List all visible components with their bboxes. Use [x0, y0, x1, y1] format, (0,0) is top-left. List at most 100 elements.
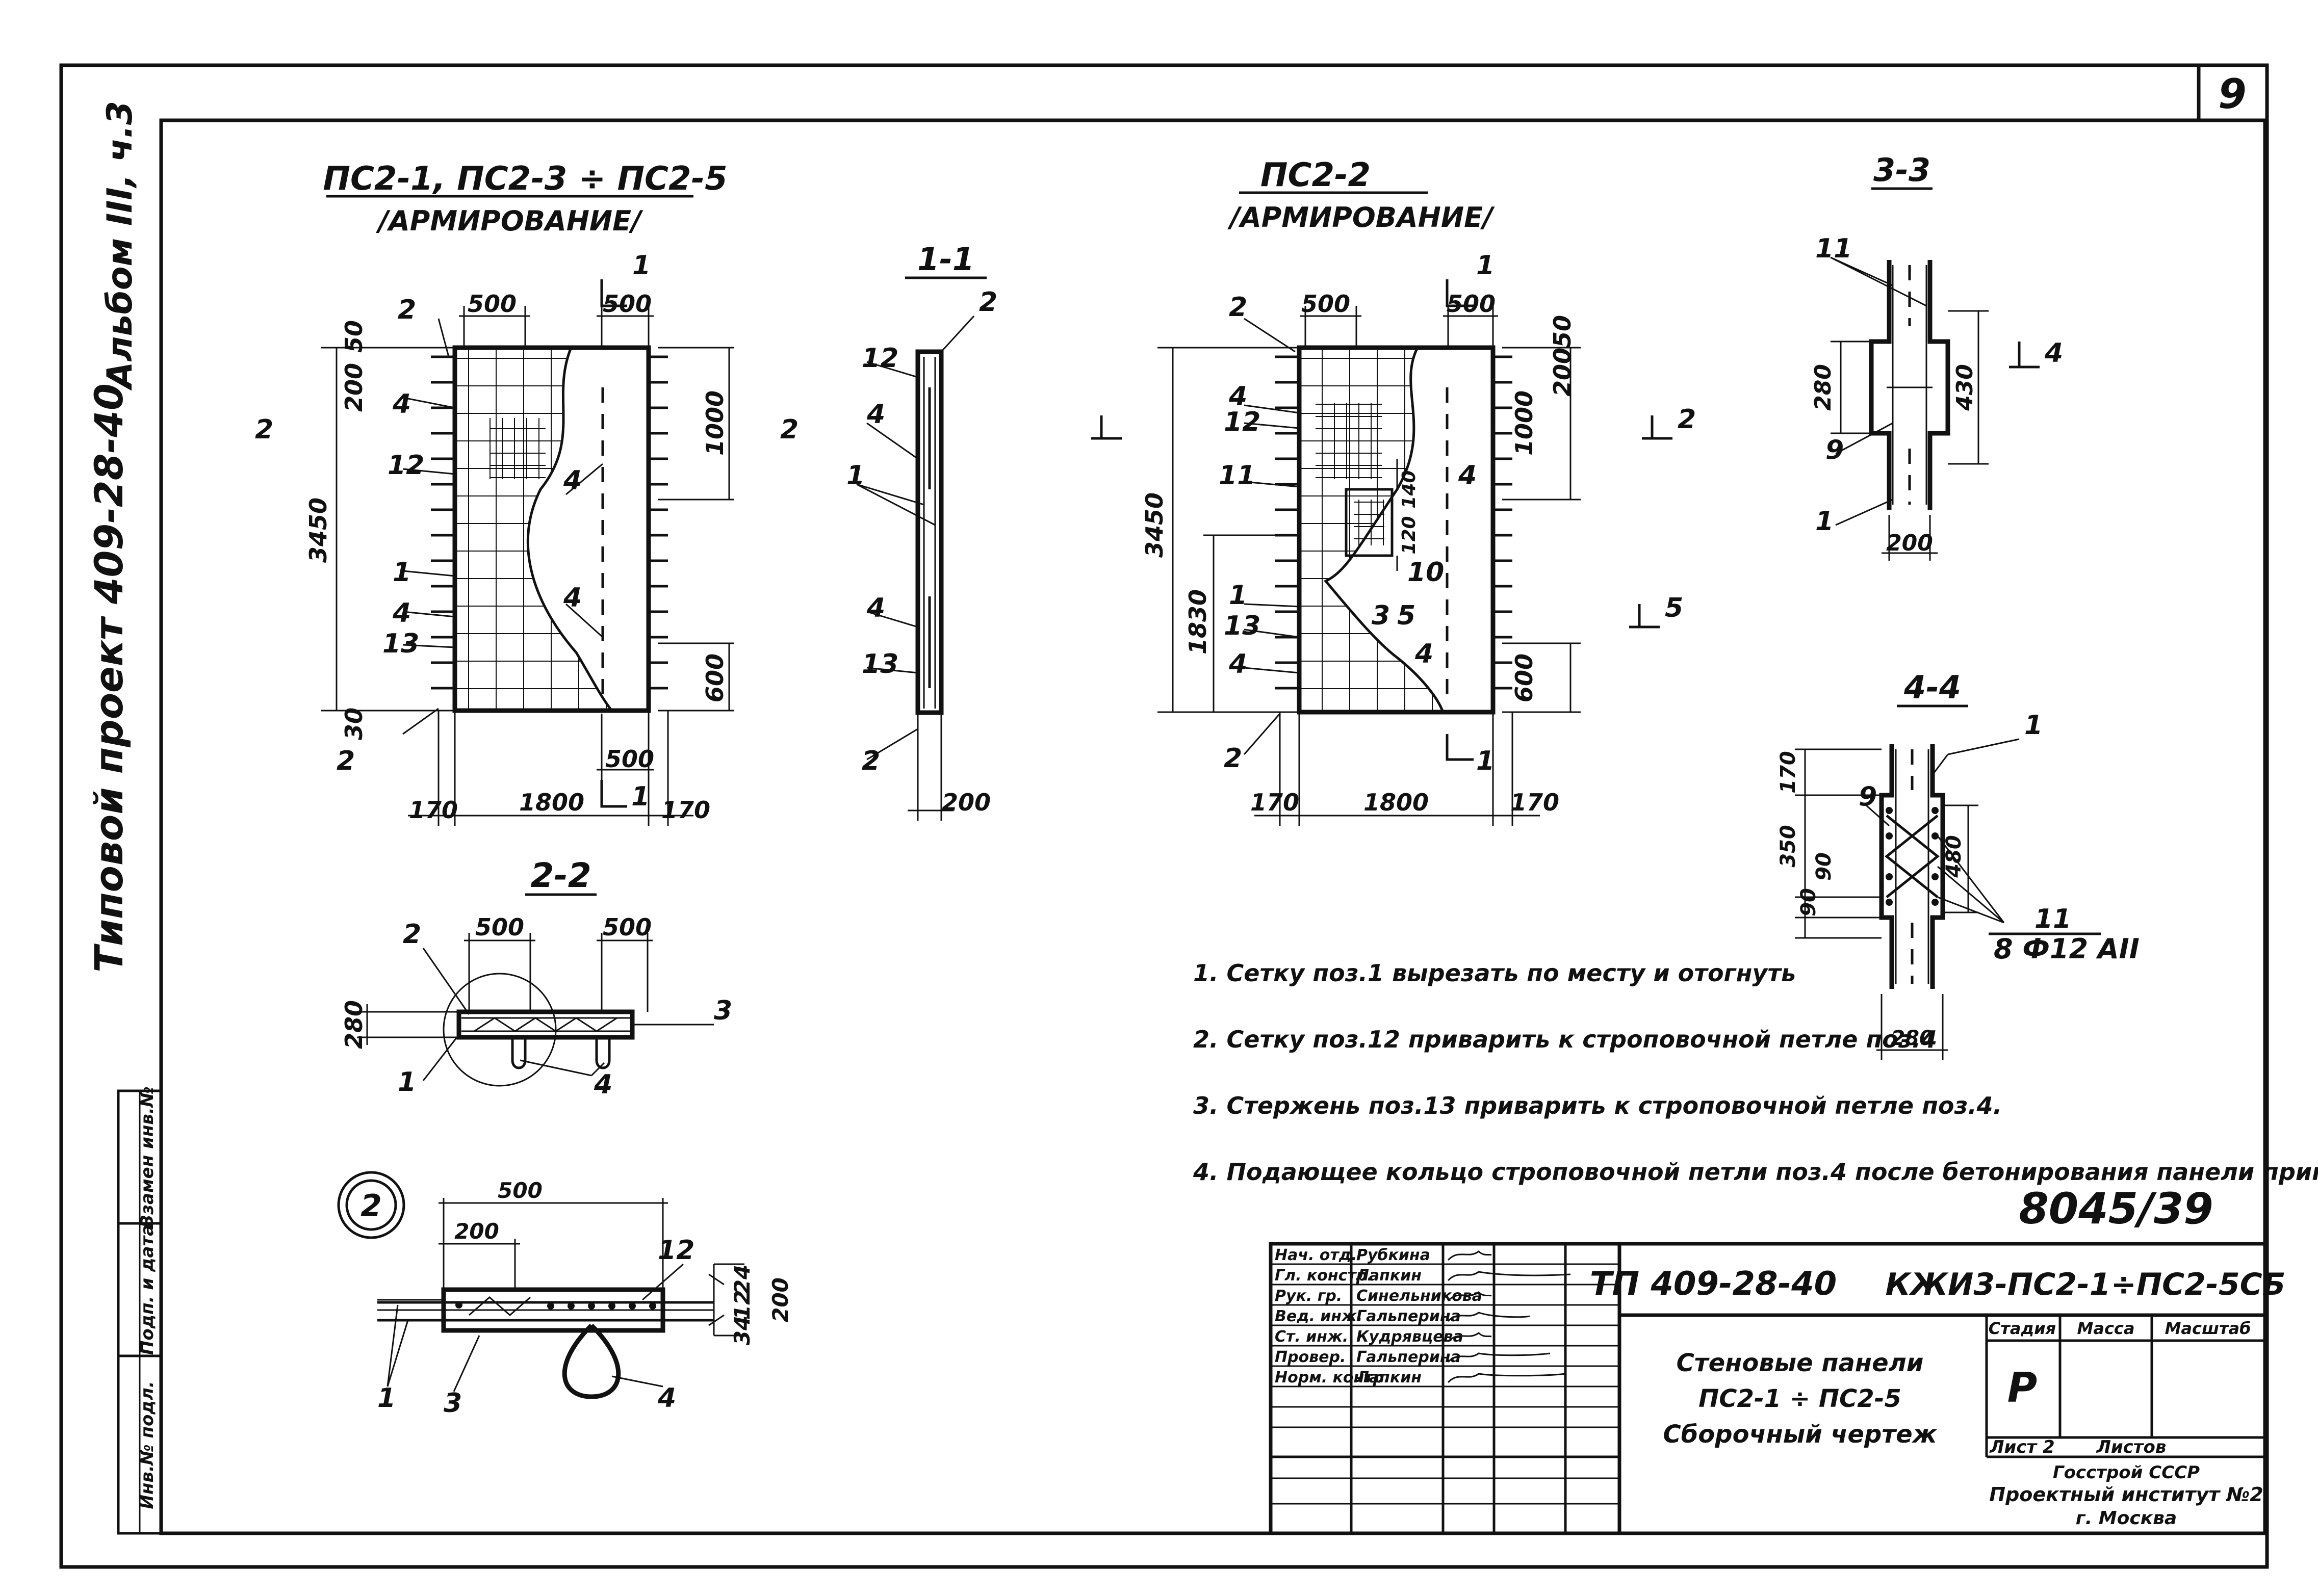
- cut-2-right: 2: [1678, 404, 1696, 435]
- pos-9: 9: [1825, 435, 1844, 465]
- note-3: 3. Стержень поз.13 приварить к строповоч…: [1193, 1092, 2002, 1119]
- pos-1: 1: [1229, 580, 1247, 611]
- dim-3450: 3450: [1141, 492, 1168, 558]
- panel-view-ps2-1: ПС2-1, ПС2-3 ÷ ПС2-5 /АРМИРОВАНИЕ/ 1 1: [255, 160, 799, 826]
- header-stage: Стадия: [1989, 1319, 2056, 1338]
- dim-480: 480: [1942, 835, 1966, 878]
- strip-label-replace: Взамен инв.№: [137, 1086, 158, 1227]
- pos-5: 5: [1397, 600, 1415, 631]
- pos-12: 12: [388, 450, 424, 481]
- pos-4-lower: 4: [392, 598, 411, 629]
- dim-500-left: 500: [1301, 290, 1350, 318]
- cut-2-right: 2: [780, 414, 799, 445]
- dim-500-bottom: 500: [605, 745, 654, 773]
- dim-170-right: 170: [1510, 789, 1559, 816]
- section-title: 4-4: [1903, 669, 1961, 706]
- dim-1000: 1000: [701, 390, 729, 456]
- doc-code: ТП 409-28-40: [1590, 1265, 1837, 1303]
- name-6: Гальперина: [1356, 1348, 1461, 1366]
- pos-1: 1: [398, 1067, 416, 1097]
- pos-11: 11: [1219, 460, 1255, 491]
- pos-4: 4: [594, 1069, 612, 1100]
- pos-4-cut: 4: [563, 465, 582, 496]
- bars-label: 8 Ф12 АII: [1994, 933, 2140, 965]
- dim-140: 140: [1399, 470, 1420, 508]
- pos-1: 1: [393, 557, 411, 588]
- role-4: Вед. инж.: [1275, 1307, 1362, 1325]
- pos-4: 4: [866, 399, 885, 430]
- project-label: Типовой проект 409-28-40: [86, 383, 132, 973]
- drawing-title-3: Сборочный чертеж: [1663, 1420, 1938, 1449]
- pos-3: 3: [444, 1388, 462, 1419]
- dim-200: 200: [340, 363, 368, 412]
- dim-3450: 3450: [304, 498, 332, 563]
- stage-value: Р: [2007, 1364, 2038, 1411]
- detail-label: 2: [360, 1188, 382, 1224]
- pos-12: 12: [862, 343, 898, 374]
- album-label: Альбом III, ч.3: [100, 101, 140, 391]
- dim-30: 30: [340, 708, 368, 740]
- dim-1800: 1800: [519, 789, 584, 816]
- drawing-title-1: Стеновые панели: [1677, 1349, 1924, 1377]
- pos-4-cut-lower: 4: [563, 583, 582, 613]
- dim-12: 12: [730, 1290, 755, 1320]
- signatures: [1447, 1250, 1571, 1383]
- dim-200: 200: [942, 789, 991, 816]
- section-2-2: 2-2 2 3 1 4 500 500 280: [340, 856, 732, 1100]
- left-stamp-strip: Инв.№ подл. Подп. и дата Взамен инв.№: [117, 1086, 163, 1535]
- cut-1-bottom: 1: [1476, 746, 1495, 776]
- header-mass: Масса: [2077, 1319, 2135, 1338]
- view-title: ПС2-1, ПС2-3 ÷ ПС2-5: [323, 160, 727, 198]
- pos-2-top: 2: [398, 295, 416, 325]
- dim-600: 600: [1510, 653, 1538, 702]
- pos-4: 4: [392, 389, 411, 420]
- dim-500-left: 500: [468, 290, 517, 318]
- cut-5: 5: [1665, 593, 1683, 623]
- cut-1-top: 1: [632, 250, 651, 281]
- pos-10: 10: [1407, 557, 1444, 588]
- org-1: Госстрой СССР: [2053, 1462, 2200, 1483]
- name-5: Кудрявцева: [1356, 1328, 1463, 1346]
- section-1-1: 1-1 2 12 4 1 4 13 2 200: [846, 241, 997, 821]
- pos-2-bottom: 2: [862, 746, 880, 776]
- dim-120: 120: [1399, 516, 1420, 554]
- cut-1-top: 1: [1476, 250, 1495, 281]
- sheet-number: 9: [2218, 70, 2247, 118]
- dim-200: 200: [1886, 530, 1933, 556]
- name-7: Лапкин: [1356, 1369, 1422, 1386]
- name-3: Синельникова: [1356, 1287, 1482, 1305]
- dim-1000: 1000: [1510, 390, 1538, 456]
- cut-1-bottom: 1: [631, 781, 650, 812]
- pos-4-lower: 4: [866, 593, 885, 623]
- dim-170-left: 170: [409, 796, 458, 824]
- role-5: Ст. инж.: [1275, 1328, 1348, 1346]
- pos-4: 4: [1228, 381, 1247, 412]
- drawing-title-2: ПС2-1 ÷ ПС2-5: [1698, 1384, 1901, 1413]
- name-1: Рубкина: [1356, 1246, 1430, 1264]
- view-title: ПС2-2: [1260, 156, 1371, 194]
- note-4: 4. Подающее кольцо строповочной петли по…: [1193, 1158, 2318, 1186]
- role-1: Нач. отд.: [1275, 1246, 1357, 1264]
- pos-1: 1: [2024, 710, 2043, 741]
- sheets-total: Листов: [2096, 1437, 2167, 1457]
- dim-34: 34: [730, 1316, 755, 1345]
- pos-3: 3: [714, 996, 732, 1026]
- note-1: 1. Сетку поз.1 вырезать по месту и отогн…: [1193, 959, 1796, 987]
- dim-50: 50: [1549, 315, 1576, 348]
- dim-90-upper: 90: [1812, 852, 1836, 881]
- dim-280: 280: [1810, 364, 1836, 411]
- pos-3: 3: [1372, 600, 1390, 631]
- role-6: Провер.: [1275, 1348, 1346, 1366]
- pos-13: 13: [862, 649, 898, 679]
- pos-11: 11: [2034, 904, 2071, 934]
- dim-430: 430: [1952, 364, 1978, 411]
- dim-200: 200: [454, 1219, 499, 1244]
- dim-170-left: 170: [1250, 789, 1299, 816]
- dim-1830: 1830: [1184, 589, 1212, 655]
- sheet-frame: 9 Альбом III, ч.3 Типовой проект 409-28-…: [59, 63, 2269, 1569]
- pos-2: 2: [403, 919, 421, 950]
- title-block: Нач. отд. Гл. констр. Рук. гр. Вед. инж.…: [1269, 1242, 2285, 1535]
- pos-4-lower: 4: [1228, 649, 1247, 679]
- pos-2-bottom: 2: [337, 746, 355, 776]
